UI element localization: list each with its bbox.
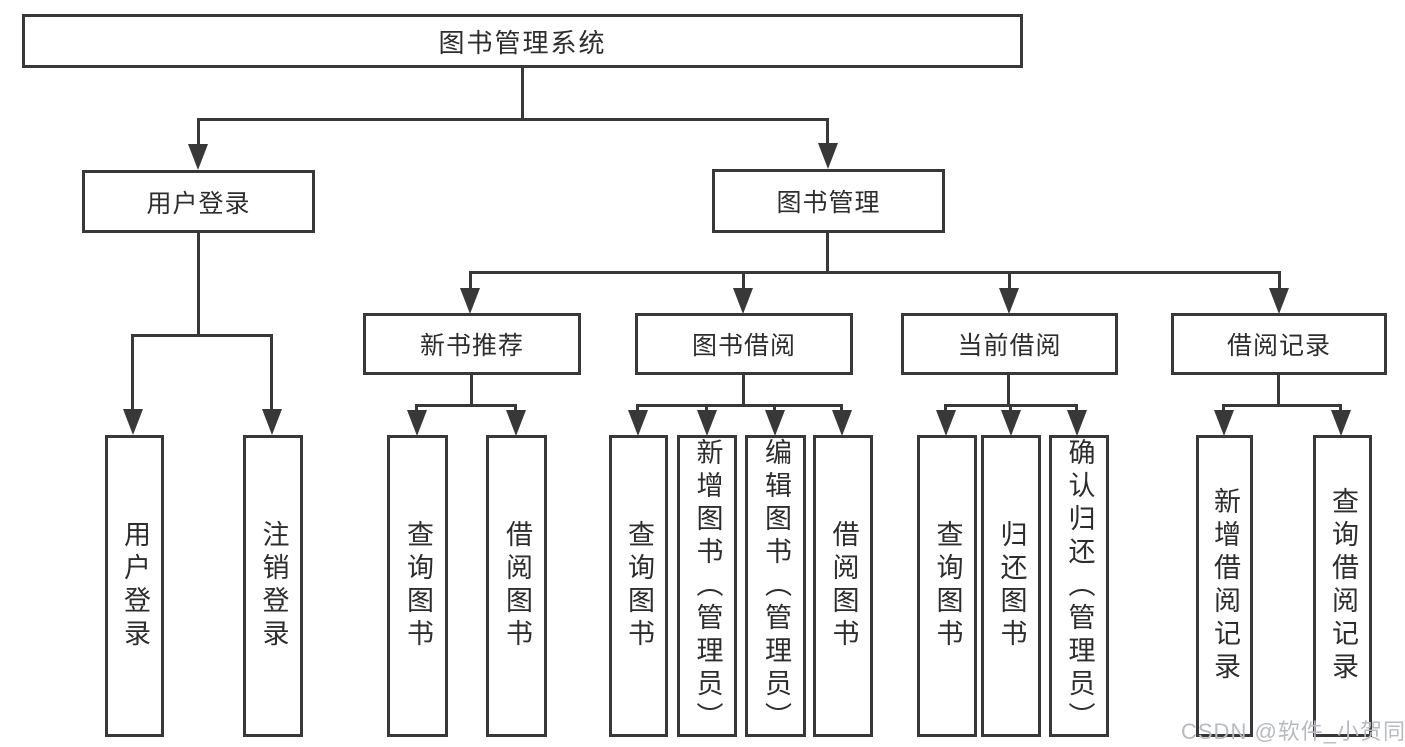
connector-root-stem xyxy=(521,66,524,120)
connector-current-stem xyxy=(1007,373,1010,407)
leaf-borrow-borrow-books: 借阅图书 xyxy=(813,435,873,737)
node-user-login: 用户登录 xyxy=(82,170,315,233)
arrow-borrow-edit xyxy=(765,410,785,436)
leaf-logout: 注销登录 xyxy=(243,435,303,737)
node-label: 图书管理 xyxy=(776,189,881,217)
node-library-system: 图书管理系统 xyxy=(22,14,1023,68)
connector-drop-borrow-records xyxy=(1278,271,1281,293)
connector-book-management-stem xyxy=(826,231,829,274)
node-book-borrow: 图书借阅 xyxy=(635,313,853,375)
node-book-management: 图书管理 xyxy=(712,169,945,233)
leaf-label: 借阅图书 xyxy=(828,520,859,652)
arrow-book-borrow xyxy=(733,288,753,314)
leaf-current-confirm-return-admin: 确认归还（管理员） xyxy=(1049,435,1109,737)
node-label: 新书推荐 xyxy=(419,332,524,360)
leaf-borrow-query-books: 查询图书 xyxy=(609,435,668,737)
node-current-borrow: 当前借阅 xyxy=(901,313,1118,375)
leaf-borrow-edit-books-admin: 编辑图书（管理员） xyxy=(745,435,806,737)
connector-branch-recommend xyxy=(415,404,517,407)
connector-branch-level1 xyxy=(197,118,829,121)
connector-drop-borrow-borrow xyxy=(840,404,843,414)
connector-drop-leaf-logout xyxy=(270,334,273,412)
arrow-new-book-recommend xyxy=(460,288,480,314)
connector-drop-borrow-query xyxy=(636,404,639,414)
connector-drop-user-login xyxy=(197,118,200,148)
connector-drop-book-borrow xyxy=(742,271,745,293)
leaf-label: 用户登录 xyxy=(120,520,150,652)
connector-drop-recommend-borrow xyxy=(514,404,517,414)
arrow-borrow-query xyxy=(628,410,648,436)
arrow-borrow-borrow xyxy=(832,410,852,436)
connector-branch-records xyxy=(1222,404,1342,407)
arrow-current-confirm xyxy=(1067,410,1087,436)
connector-borrow-stem xyxy=(742,373,745,407)
node-borrow-records: 借阅记录 xyxy=(1171,313,1387,375)
leaf-recommend-borrow-books: 借阅图书 xyxy=(486,435,547,737)
arrow-leaf-user-login xyxy=(123,409,143,435)
leaf-label: 归还图书 xyxy=(996,520,1027,652)
arrow-current-query xyxy=(936,410,956,436)
connector-drop-recommend-query xyxy=(415,404,418,414)
connector-drop-records-add xyxy=(1222,404,1225,414)
node-label: 当前借阅 xyxy=(957,332,1062,360)
leaf-label: 编辑图书（管理员） xyxy=(761,437,791,735)
leaf-recommend-query-books: 查询图书 xyxy=(387,435,448,737)
leaf-label: 确认归还（管理员） xyxy=(1064,437,1095,735)
leaf-label: 查询图书 xyxy=(932,520,963,652)
connector-drop-current-return xyxy=(1009,404,1012,414)
arrow-user-login xyxy=(188,144,208,170)
connector-branch-level3 xyxy=(469,271,1281,274)
connector-branch-borrow xyxy=(636,404,843,407)
arrow-borrow-records xyxy=(1269,288,1289,314)
leaf-records-query-record: 查询借阅记录 xyxy=(1313,435,1372,737)
leaf-user-login: 用户登录 xyxy=(105,435,164,737)
leaf-current-return-books: 归还图书 xyxy=(981,435,1041,737)
csdn-watermark: CSDN @软件_小贺同学 xyxy=(1181,719,1405,744)
arrow-records-query xyxy=(1331,410,1351,436)
arrow-recommend-borrow xyxy=(506,410,526,436)
node-label: 图书管理系统 xyxy=(438,27,607,58)
leaf-label: 新增图书（管理员） xyxy=(692,437,723,735)
connector-branch-user-login xyxy=(131,334,273,337)
leaf-borrow-add-books-admin: 新增图书（管理员） xyxy=(677,435,737,737)
connector-drop-book-management xyxy=(826,118,829,148)
arrow-records-add xyxy=(1214,410,1234,436)
leaf-label: 查询图书 xyxy=(624,520,654,652)
leaf-label: 查询图书 xyxy=(403,520,433,652)
arrow-book-management xyxy=(818,143,838,169)
connector-drop-current-confirm xyxy=(1075,404,1078,414)
connector-drop-records-query xyxy=(1339,404,1342,414)
node-label: 图书借阅 xyxy=(691,332,796,360)
leaf-current-query-books: 查询图书 xyxy=(917,435,977,737)
leaf-label: 借阅图书 xyxy=(502,520,532,652)
connector-user-login-stem xyxy=(197,231,200,337)
arrow-borrow-add xyxy=(697,410,717,436)
connector-recommend-stem xyxy=(470,373,473,407)
connector-drop-current-query xyxy=(944,404,947,414)
node-label: 借阅记录 xyxy=(1226,332,1331,360)
node-new-book-recommend: 新书推荐 xyxy=(363,313,581,375)
leaf-label: 查询借阅记录 xyxy=(1328,487,1358,685)
connector-records-stem xyxy=(1277,373,1280,407)
leaf-label: 注销登录 xyxy=(258,520,289,652)
connector-drop-current-borrow xyxy=(1008,271,1011,293)
node-label: 用户登录 xyxy=(146,189,251,218)
arrow-current-return xyxy=(1001,410,1021,436)
arrow-current-borrow xyxy=(999,288,1019,314)
arrow-leaf-logout xyxy=(262,409,282,435)
connector-drop-new-book-recommend xyxy=(469,271,472,293)
leaf-label: 新增借阅记录 xyxy=(1210,487,1240,685)
leaf-records-add-record: 新增借阅记录 xyxy=(1196,435,1253,737)
connector-drop-leaf-user-login xyxy=(131,334,134,412)
arrow-recommend-query xyxy=(407,410,427,436)
connector-drop-borrow-add xyxy=(705,404,708,414)
connector-drop-borrow-edit xyxy=(773,404,776,414)
